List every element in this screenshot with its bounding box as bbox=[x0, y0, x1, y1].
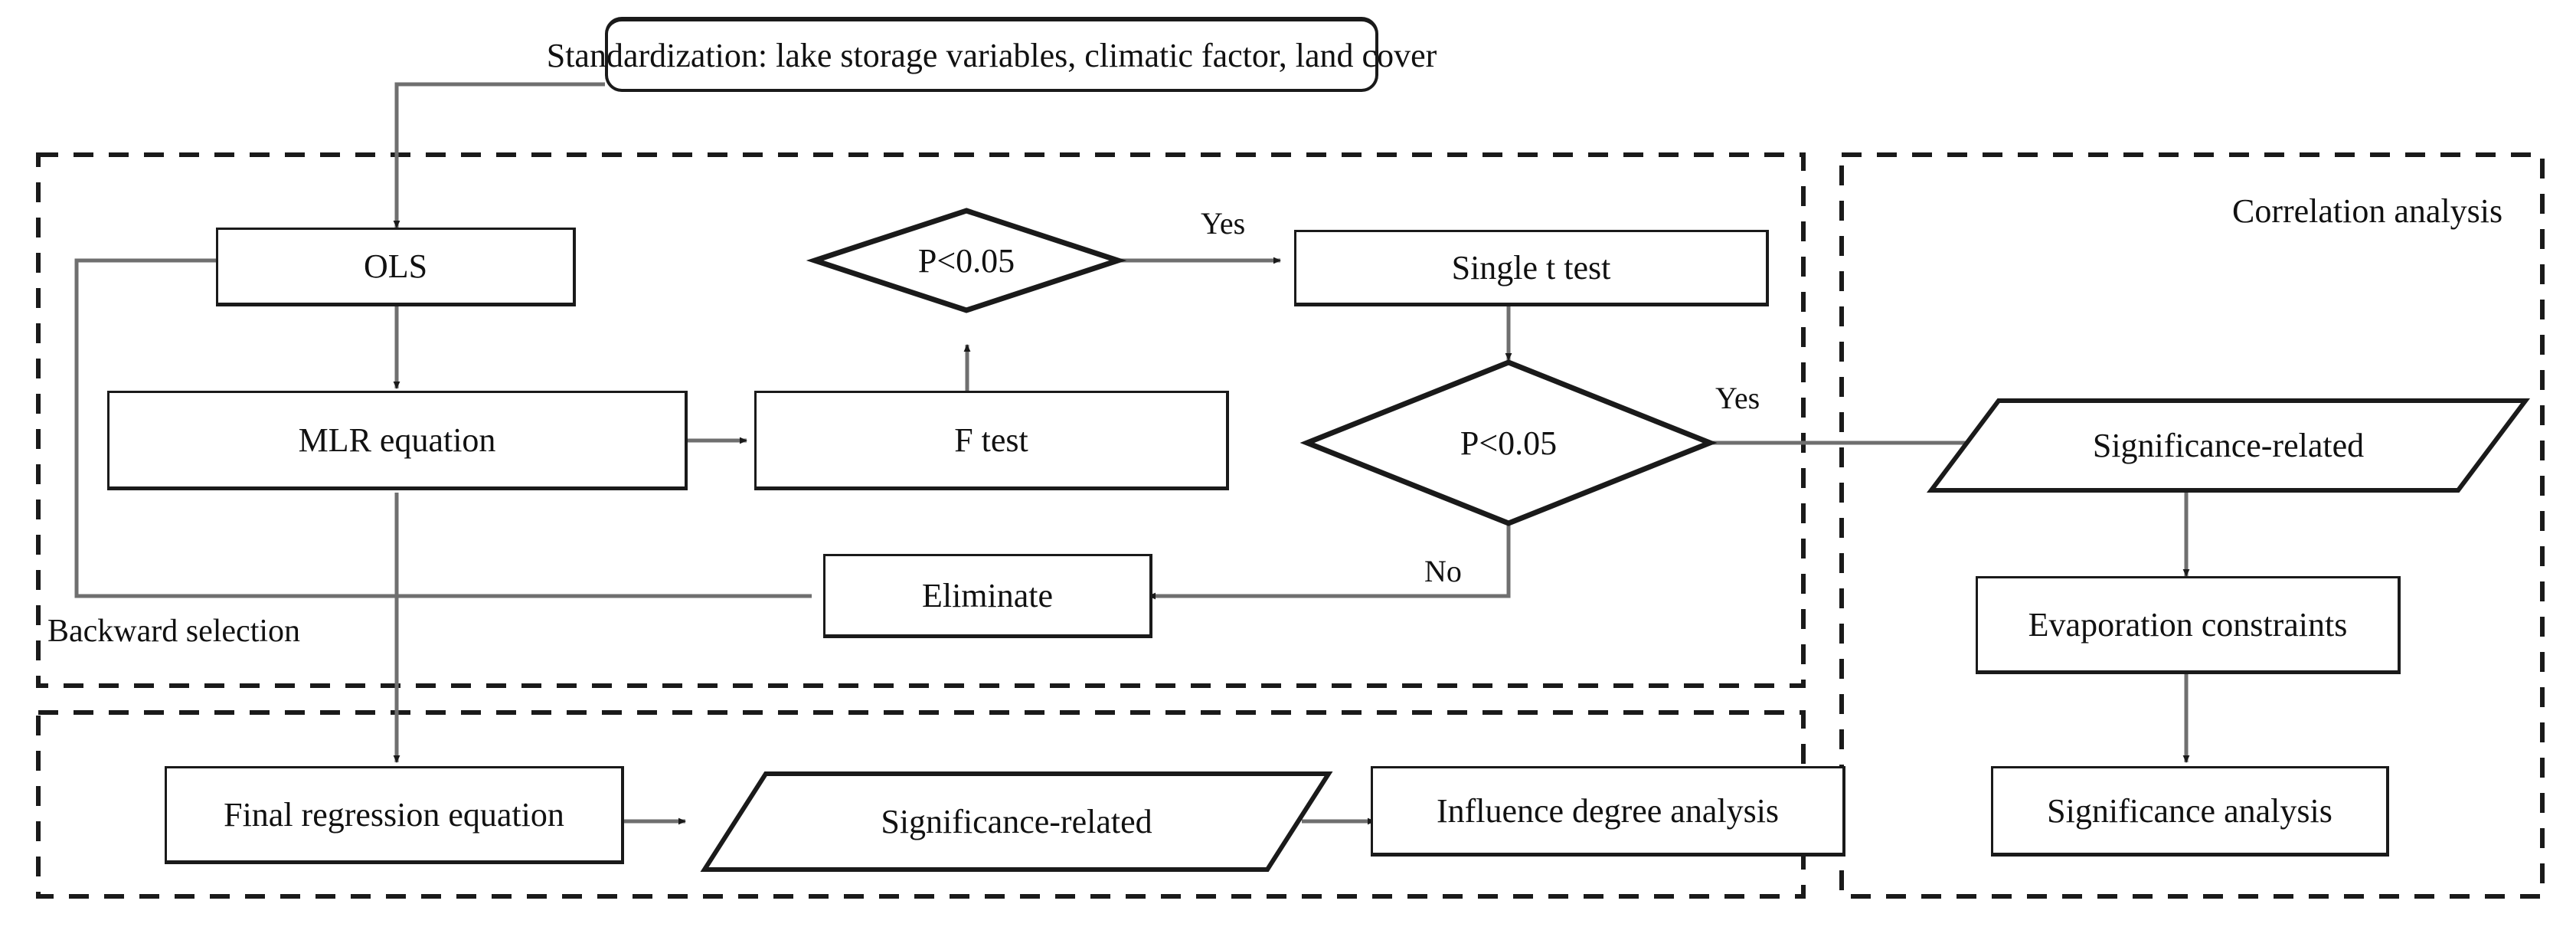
node-significance-related-bottom-shape[interactable] bbox=[700, 771, 1333, 872]
group-label-correlation-analysis: Correlation analysis bbox=[2232, 192, 2503, 230]
node-standardization[interactable]: Standardization: lake storage variables,… bbox=[547, 17, 1437, 92]
node-significance-related-right-shape[interactable] bbox=[1926, 398, 2531, 493]
node-influence-degree-analysis[interactable]: Influence degree analysis bbox=[1371, 766, 1845, 857]
node-single-t-test[interactable]: Single t test bbox=[1294, 230, 1769, 306]
node-p-test-1-shape[interactable] bbox=[806, 208, 1127, 313]
edge-label-no-1: No bbox=[1424, 554, 1462, 588]
node-mlr-equation[interactable]: MLR equation bbox=[107, 391, 688, 490]
node-f-test[interactable]: F test bbox=[754, 391, 1229, 490]
edge-eliminate-to-ols bbox=[74, 257, 812, 598]
group-correlation-border bbox=[1839, 152, 2545, 899]
edge-label-yes-2: Yes bbox=[1715, 381, 1760, 415]
node-significance-analysis[interactable]: Significance analysis bbox=[1991, 766, 2389, 857]
node-evaporation-constraints[interactable]: Evaporation constraints bbox=[1976, 576, 2401, 674]
edge-standardization-to-ols bbox=[393, 82, 605, 228]
node-ols[interactable]: OLS bbox=[216, 228, 576, 306]
group-final-output-border bbox=[36, 710, 1806, 899]
edge-label-backward-selection: Backward selection bbox=[47, 614, 301, 649]
node-final-regression-equation[interactable]: Final regression equation bbox=[165, 766, 624, 864]
edge-ptest2-to-eliminate bbox=[1148, 526, 1511, 600]
node-eliminate[interactable]: Eliminate bbox=[823, 554, 1152, 638]
edge-label-yes-1: Yes bbox=[1201, 206, 1246, 241]
group-regression-border bbox=[36, 152, 1806, 688]
node-p-test-2-shape[interactable] bbox=[1299, 359, 1718, 526]
